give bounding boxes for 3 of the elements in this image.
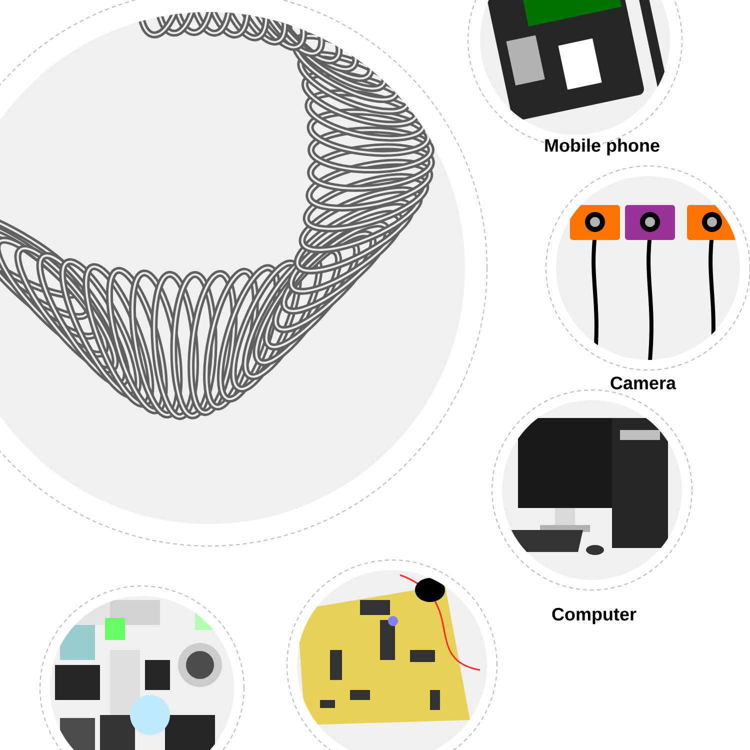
caption-label: Camera [610,376,676,390]
caption-label: Computer [552,608,636,624]
caption-label: Mobile phone [545,138,660,156]
